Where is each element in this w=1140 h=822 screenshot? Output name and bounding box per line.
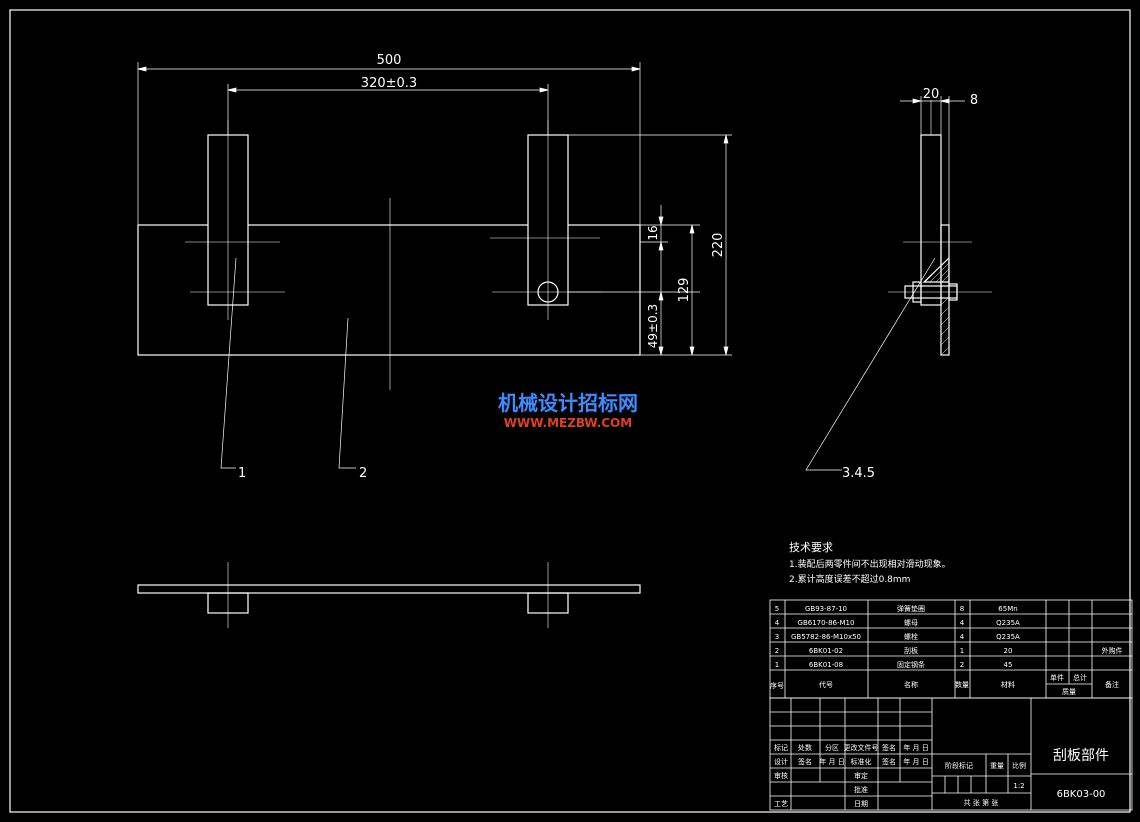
bom-header-no: 序号	[770, 681, 784, 690]
title-block-labels: 标记 处数 分区 更改文件号 签名 年 月 日 设计 签名 年 月 日 标准化 …	[774, 743, 1109, 808]
leader-item-1: 1	[238, 466, 246, 481]
bom-cell-code: GB5782-86-M10x50	[791, 633, 861, 641]
bom-cell-no: 1	[775, 661, 779, 669]
leader-lines	[220, 257, 936, 471]
bom-cell-qty: 2	[960, 661, 964, 669]
label-audit: 审定	[854, 771, 868, 780]
bom-cell-no: 5	[775, 605, 779, 613]
dim-height: 220	[711, 233, 726, 258]
bom-cell-qty: 4	[960, 619, 965, 627]
bom-cell-code: 6BK01-08	[809, 661, 843, 669]
dim-h3: 49±0.3	[646, 304, 660, 348]
label-ratio: 比例	[1012, 761, 1026, 770]
tech-req-line1: 1.装配后两零件间不出现相对滑动现象。	[789, 558, 951, 570]
bom-cell-code: 6BK01-02	[809, 647, 843, 655]
rev-col-3: 分区	[825, 743, 839, 752]
dim-thickness: 20	[923, 87, 940, 102]
watermark-url: WWW.MEZBW.COM	[504, 416, 632, 430]
dimension-lines-top	[137, 62, 641, 225]
rev-col-6: 年 月 日	[903, 743, 928, 752]
leader-item-2: 2	[359, 466, 367, 481]
label-sign-2: 签名	[882, 757, 896, 766]
bom-cell-no: 4	[775, 619, 780, 627]
tech-req-title: 技术要求	[789, 541, 833, 554]
bom-cell-qty: 8	[960, 605, 964, 613]
label-date-1: 年 月 日	[819, 757, 844, 766]
rev-col-4: 更改文件号	[844, 743, 879, 752]
bom-cell-material: 20	[1004, 647, 1013, 655]
tech-req-line2: 2.累计高度误差不超过0.8mm	[789, 573, 910, 585]
bom-cell-material: 45	[1004, 661, 1013, 669]
label-sheets: 共 张 第 张	[964, 798, 999, 807]
scale-value: 1:2	[1013, 782, 1024, 790]
bom-cell-no: 3	[775, 633, 779, 641]
label-sign-1: 签名	[798, 757, 812, 766]
label-standard: 标准化	[851, 757, 872, 766]
bom-header-note: 备注	[1105, 680, 1119, 689]
dim-offset: 8	[970, 93, 978, 108]
bom-cell-material: 65Mn	[998, 605, 1017, 613]
dim-total-length: 500	[377, 53, 402, 68]
bom-header-total: 总计	[1073, 673, 1087, 682]
label-approve: 批准	[854, 785, 868, 794]
side-center-lines	[888, 100, 992, 293]
label-design: 设计	[774, 757, 788, 766]
bom-header: 序号 代号 名称 数量 材料 单件 总计 质量 备注	[770, 673, 1119, 696]
bom-cell-name: 固定钢条	[897, 660, 925, 669]
bom-header-weight: 质量	[1062, 687, 1076, 696]
label-date-3: 日期	[854, 800, 868, 808]
label-craft: 工艺	[774, 800, 788, 808]
bom-cell-qty: 4	[960, 633, 965, 641]
drawing-number: 6BK03-00	[1057, 789, 1106, 800]
label-date-2: 年 月 日	[903, 757, 928, 766]
dim-h2: 129	[677, 278, 692, 303]
bom-header-name: 名称	[904, 680, 918, 689]
bom-header-material: 材料	[1001, 680, 1015, 689]
label-weight: 重量	[990, 762, 1004, 770]
bom-cell-code: GB6170-86-M10	[798, 619, 855, 627]
side-dimensions	[900, 96, 965, 225]
bom-cell-name: 螺母	[904, 618, 918, 627]
watermark-title: 机械设计招标网	[498, 391, 638, 415]
bom-cell-material: Q235A	[996, 619, 1020, 627]
side-hatch	[924, 262, 950, 356]
bom-cell-note: 外购件	[1102, 646, 1123, 655]
dimension-lines-right	[568, 134, 732, 356]
drawing-frame	[9, 9, 1131, 813]
title-block-grid	[769, 697, 1133, 811]
label-review: 审核	[774, 771, 788, 780]
bom-cell-no: 2	[775, 647, 779, 655]
scraper-plate	[137, 224, 641, 356]
label-stage: 阶段标记	[945, 761, 973, 770]
part-name: 刮板部件	[1053, 748, 1109, 764]
rev-col-5: 签名	[882, 743, 896, 752]
bom-header-qty: 数量	[955, 680, 969, 689]
bom-cell-name: 螺栓	[904, 632, 918, 641]
bom-cell-name: 刮板	[904, 646, 918, 655]
bom-table-grid	[769, 599, 1133, 699]
bom-header-code: 代号	[819, 680, 833, 689]
bom-cell-code: GB93-87-10	[805, 605, 847, 613]
dim-h1: 16	[646, 225, 660, 240]
bom-cell-name: 弹簧垫圈	[897, 604, 925, 613]
bom-header-single: 单件	[1050, 673, 1064, 682]
bom-cell-qty: 1	[960, 647, 964, 655]
bom-cell-material: Q235A	[996, 633, 1020, 641]
leader-item-345: 3.4.5	[842, 466, 875, 481]
top-view-center-lines	[227, 562, 549, 628]
rev-col-1: 标记	[774, 743, 788, 752]
rev-col-2: 处数	[798, 743, 812, 752]
dim-spacing: 320±0.3	[361, 76, 417, 91]
